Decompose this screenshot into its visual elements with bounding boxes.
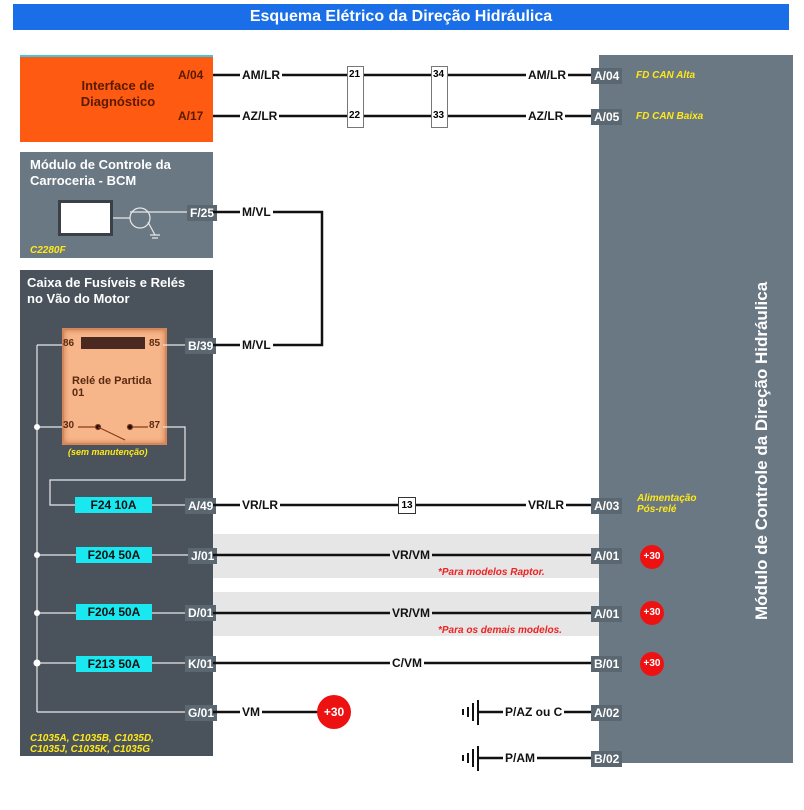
diag-label-line1: Interface de — [81, 78, 155, 93]
bcm-pin-f25: F/25 — [187, 205, 218, 221]
splice-33: 33 — [433, 110, 445, 121]
power-badge-raptor: +30 — [640, 545, 664, 569]
fusebox-pin-j01: J/01 — [188, 548, 218, 564]
wire-label-c-vm: C/VM — [390, 656, 424, 670]
wire-label-az-lr-left: AZ/LR — [240, 109, 280, 123]
bcm-title-line1: Módulo de Controle da — [30, 157, 171, 172]
fuse-f24: F24 10A — [75, 497, 152, 513]
wire-label-vr-vm-other: VR/VM — [390, 606, 433, 620]
bcm-title: Módulo de Controle da Carroceria - BCM — [30, 157, 171, 189]
fusebox-connectors-line1: C1035A, C1035B, C1035D, — [30, 733, 154, 744]
wire-label-am-lr-right: AM/LR — [526, 68, 568, 82]
relay-pin-30: 30 — [63, 420, 75, 431]
relay-name-line1: Relé de Partida — [72, 375, 152, 387]
relay-pin-85: 85 — [149, 338, 161, 349]
splice-21: 21 — [349, 69, 361, 80]
fusebox-pin-d01: D/01 — [185, 605, 217, 621]
fuse-f204-other: F204 50A — [76, 604, 152, 620]
fuse-box-title-line2: no Vão do Motor — [27, 291, 130, 306]
fuse-f204-raptor: F204 50A — [76, 547, 152, 563]
label-can-high: FD CAN Alta — [636, 70, 696, 81]
note-raptor: *Para modelos Raptor. — [438, 567, 545, 578]
relay-coil — [81, 337, 145, 349]
fuse-box-title: Caixa de Fusíveis e Relés no Vão do Moto… — [27, 275, 185, 307]
bcm-connector: C2280F — [30, 245, 66, 256]
power-badge-b01: +30 — [640, 652, 664, 676]
module-pin-a01-other: A/01 — [591, 606, 623, 622]
diag-pin-a04: A/04 — [178, 68, 204, 82]
fusebox-pin-g01: G/01 — [185, 705, 218, 721]
fuse-box-title-line1: Caixa de Fusíveis e Relés — [27, 275, 186, 290]
fusebox-pin-a49: A/49 — [185, 498, 217, 514]
splice-box-21-22 — [347, 66, 364, 128]
wire-label-vr-vm-raptor: VR/VM — [390, 548, 433, 562]
label-power-post-relay: Alimentação Pós-relé — [637, 493, 696, 515]
module-pin-a01-raptor: A/01 — [591, 548, 623, 564]
junction-dots — [33, 424, 41, 667]
fusebox-connectors-line2: C1035J, C1035K, C1035G — [30, 744, 151, 755]
fusebox-pin-k01: K/01 — [185, 656, 217, 672]
module-pin-a02: A/02 — [591, 705, 623, 721]
power-badge-other: +30 — [640, 601, 664, 625]
bcm-module-icon — [58, 200, 113, 236]
fuse-f213: F213 50A — [76, 656, 152, 672]
fusebox-connectors: C1035A, C1035B, C1035D, C1035J, C1035K, … — [30, 733, 154, 755]
bcm-box — [20, 152, 213, 258]
module-pin-b01: B/01 — [591, 656, 623, 672]
relay-pin-86: 86 — [63, 338, 75, 349]
bcm-title-line2: Carroceria - BCM — [30, 173, 137, 188]
fusebox-pin-b39: B/39 — [185, 338, 217, 354]
label-power-line2: Pós-relé — [637, 504, 677, 515]
splice-34: 34 — [433, 69, 445, 80]
wire-label-p-am: P/AM — [503, 751, 537, 765]
splice-box-34-33 — [431, 66, 448, 128]
label-power-line1: Alimentação — [637, 493, 697, 504]
wire-label-vr-lr-left: VR/LR — [240, 498, 280, 512]
label-can-low: FD CAN Baixa — [636, 111, 704, 122]
splice-22: 22 — [349, 110, 361, 121]
power-badge-g01: +30 — [317, 695, 351, 729]
wire-m-vl — [213, 210, 324, 347]
diagnostic-interface-label: Interface de Diagnóstico — [58, 78, 178, 110]
wire-label-vm: VM — [240, 705, 262, 719]
relay-name: Relé de Partida 01 — [72, 375, 151, 399]
module-pin-a03: A/03 — [591, 498, 623, 514]
wire-label-az-lr-right: AZ/LR — [526, 109, 566, 123]
ground-symbols — [462, 700, 479, 771]
note-other-models: *Para os demais modelos. — [438, 625, 562, 636]
steering-control-module — [599, 55, 793, 763]
relay-note: (sem manutenção) — [68, 447, 148, 457]
module-pin-a04: A/04 — [591, 68, 623, 84]
page-title: Esquema Elétrico da Direção Hidráulica — [13, 4, 789, 30]
wire-label-m-vl-top: M/VL — [240, 205, 273, 219]
module-pin-a05: A/05 — [591, 109, 623, 125]
module-pin-b02: B/02 — [591, 751, 623, 767]
diag-label-line2: Diagnóstico — [80, 94, 156, 109]
wire-label-p-az: P/AZ ou C — [503, 705, 565, 719]
splice-13: 13 — [398, 497, 416, 514]
wire-label-m-vl-bottom: M/VL — [240, 338, 273, 352]
diagnostic-interface — [20, 55, 213, 142]
diag-pin-a17: A/17 — [178, 109, 204, 123]
relay-pin-87: 87 — [149, 420, 161, 431]
relay-name-line2: 01 — [72, 387, 85, 399]
wire-label-am-lr-left: AM/LR — [240, 68, 282, 82]
wire-label-vr-lr-right: VR/LR — [526, 498, 566, 512]
